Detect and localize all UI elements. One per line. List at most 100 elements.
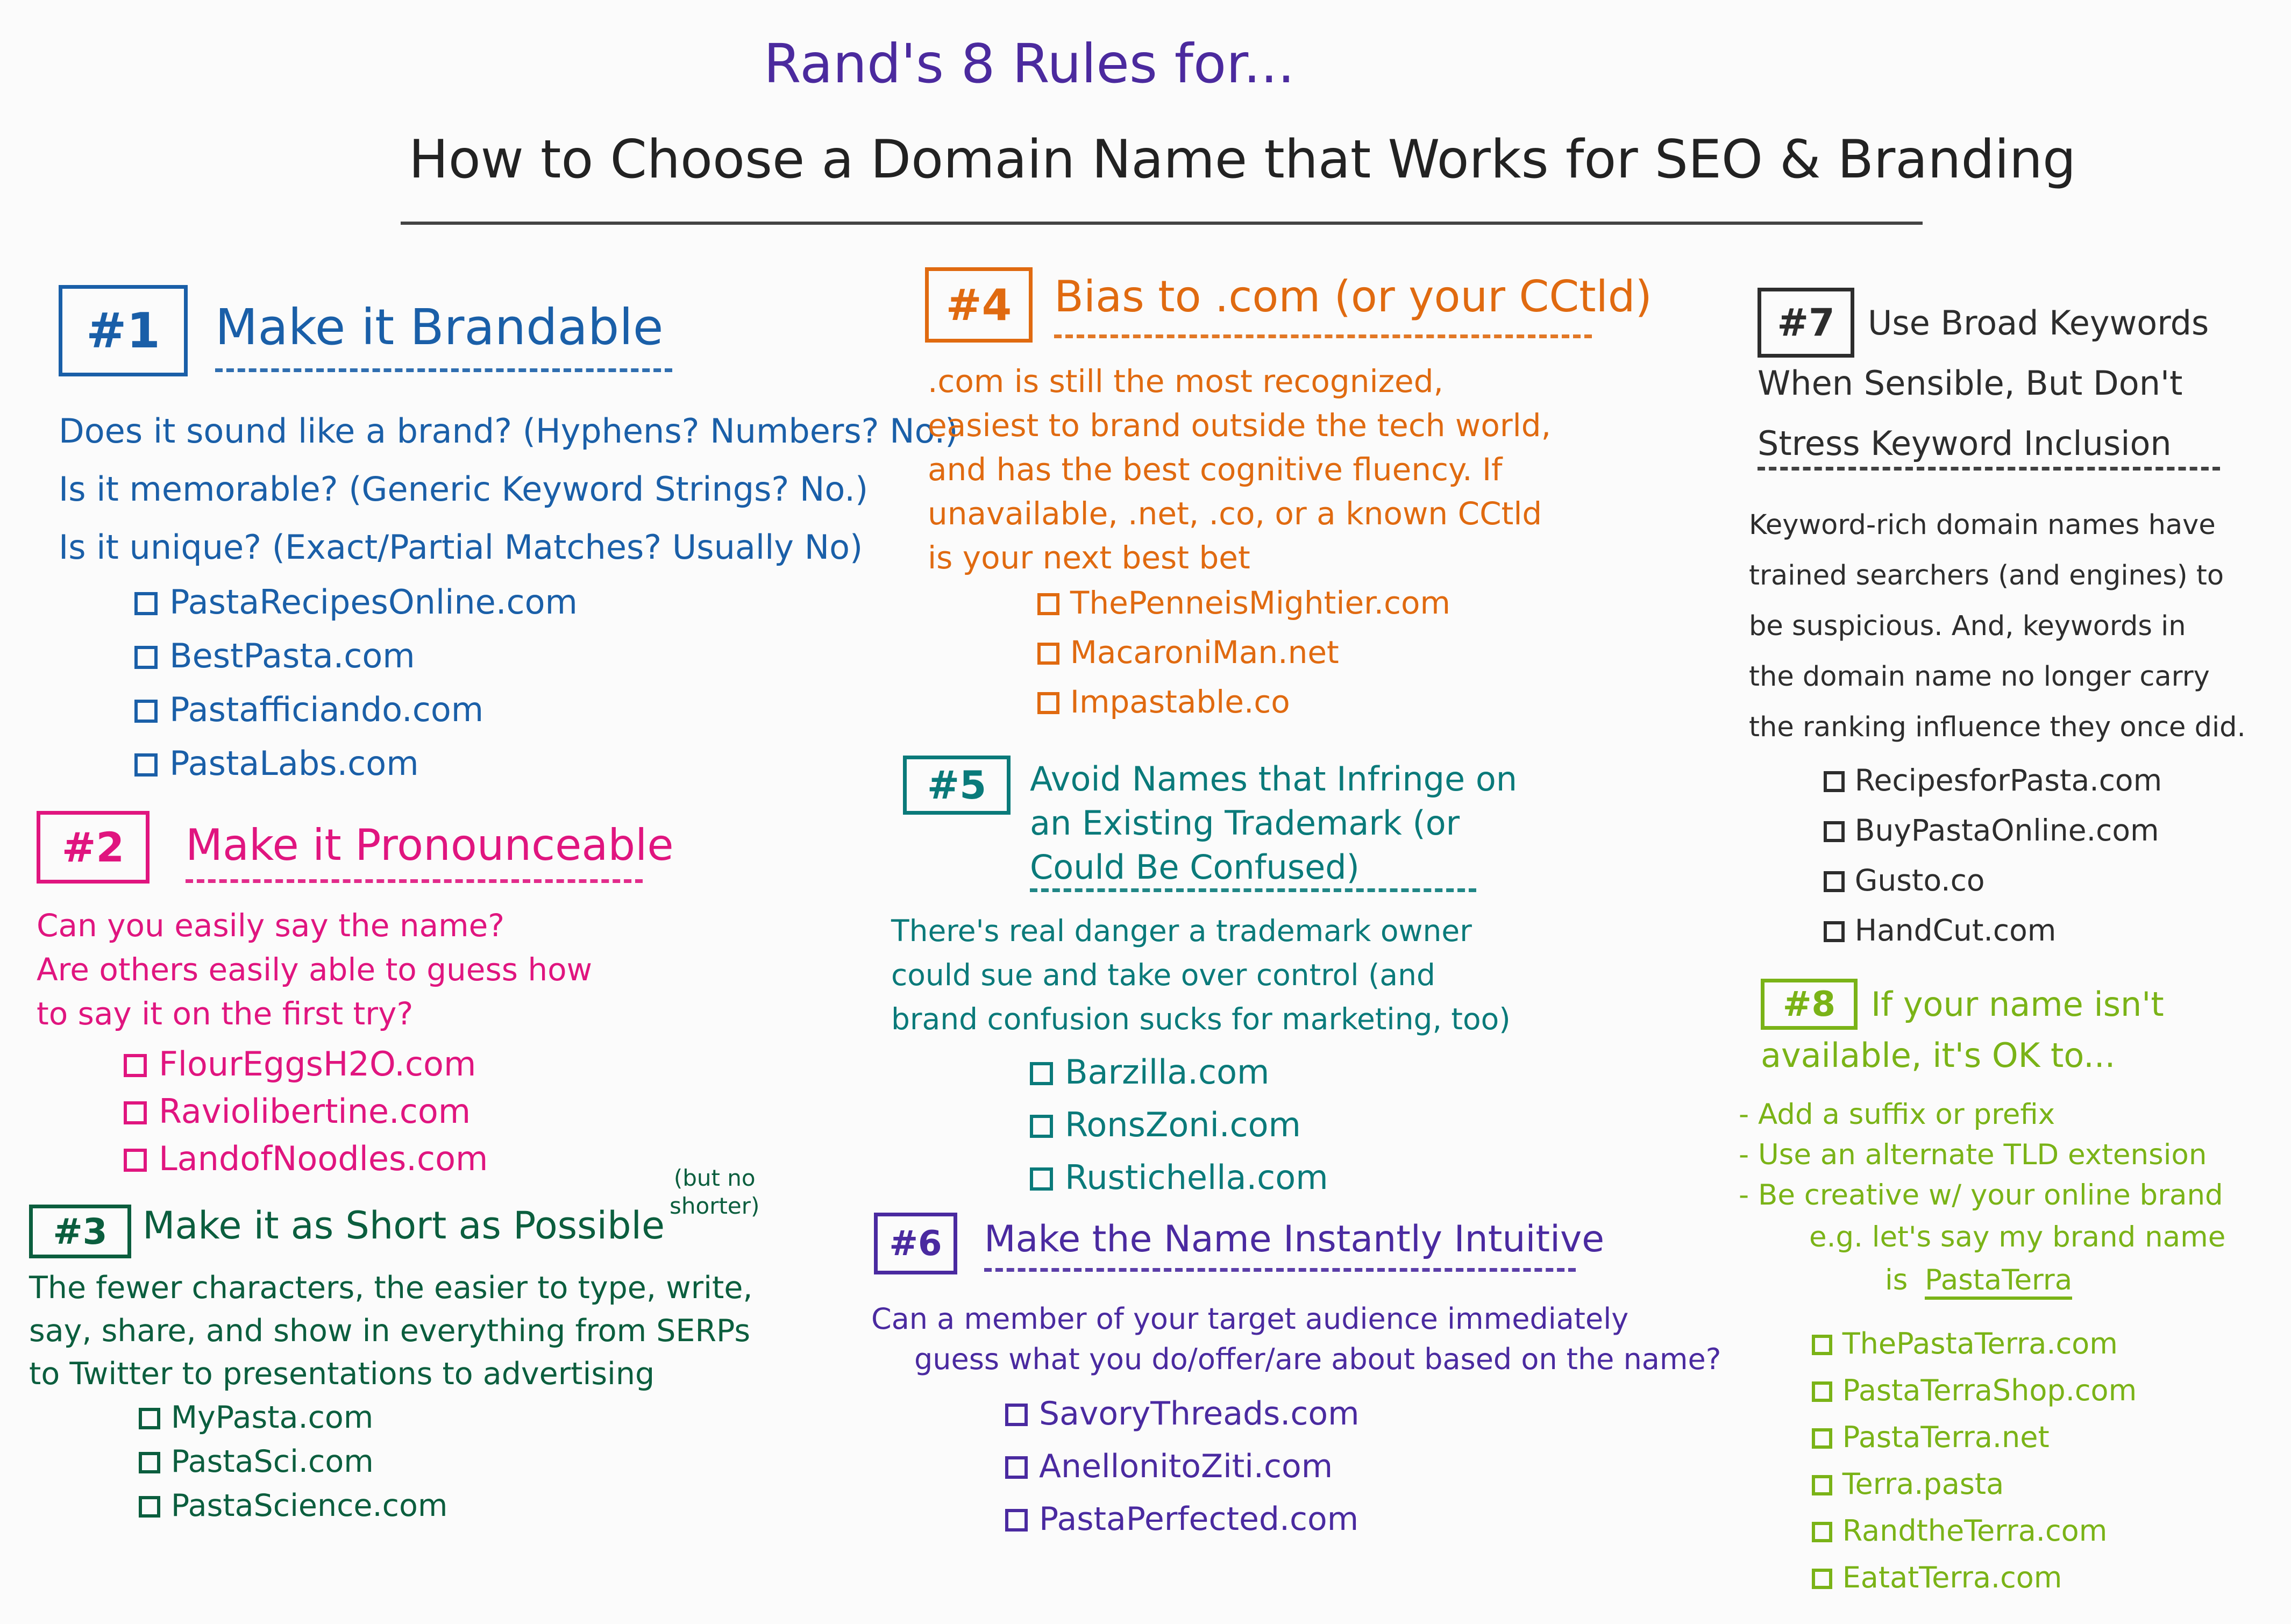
- rule-body: Does it sound like a brand? (Hyphens? Nu…: [59, 402, 958, 576]
- domain-example-item: MyPasta.com: [139, 1395, 447, 1440]
- checkbox-icon: [1005, 1456, 1028, 1479]
- domain-example-item: Rustichella.com: [1030, 1151, 1328, 1204]
- domain-example-item: Barzilla.com: [1030, 1046, 1328, 1099]
- dashed-underline: [1758, 467, 2220, 471]
- rule-number-box: #8: [1761, 979, 1858, 1030]
- rule-number-box: #4: [925, 267, 1033, 343]
- domain-example-item: PastaTerraShop.com: [1812, 1367, 2137, 1414]
- domain-example-item: Terra.pasta: [1812, 1461, 2137, 1507]
- checkbox-icon: [1824, 771, 1845, 792]
- checkbox-icon: [1812, 1475, 1832, 1495]
- domain-example-item: ThePenneisMightier.com: [1037, 578, 1450, 628]
- body-line: to say it on the first try?: [37, 995, 414, 1032]
- checkbox-icon: [1824, 921, 1845, 942]
- checkbox-icon: [1005, 1509, 1028, 1532]
- checkbox-icon: [1005, 1404, 1028, 1426]
- rule-number-box: #7: [1758, 288, 1854, 358]
- heading-line: When Sensible, But Don't: [1758, 364, 2183, 403]
- domain-example-item: PastaSci.com: [139, 1440, 447, 1484]
- body-line: .com is still the most recognized,: [928, 363, 1443, 400]
- domain-example-text: PastaRecipesOnline.com: [169, 582, 578, 622]
- domain-example-text: BuyPastaOnline.com: [1854, 813, 2159, 847]
- domain-example-item: EatatTerra.com: [1812, 1554, 2137, 1601]
- domain-example-text: SavoryThreads.com: [1039, 1395, 1360, 1433]
- checkbox-icon: [1030, 1167, 1054, 1191]
- rule-number-box: #2: [37, 811, 150, 884]
- rule-heading: Make the Name Instantly Intuitive: [984, 1218, 1604, 1260]
- rule-number-box: #1: [59, 285, 188, 376]
- rule-heading: Make it as Short as Possible: [143, 1203, 665, 1248]
- domain-example-item: ThePastaTerra.com: [1812, 1320, 2137, 1367]
- body-line: Is it memorable? (Generic Keyword String…: [59, 469, 869, 509]
- checkbox-icon: [134, 699, 158, 723]
- heading-line: Bias to .com (or your CCtld): [1054, 272, 1652, 322]
- rule-heading: Make it Pronounceable: [186, 820, 674, 870]
- body-line: is your next best bet: [928, 539, 1250, 576]
- checkbox-icon: [1824, 821, 1845, 842]
- domain-example-item: PastaTerra.net: [1812, 1414, 2137, 1461]
- dashed-underline: [1054, 334, 1592, 338]
- example-text: e.g. let's say my brand name: [1809, 1221, 2226, 1253]
- body-line: Can you easily say the name?: [37, 907, 505, 944]
- domain-example-text: RecipesforPasta.com: [1854, 763, 2162, 797]
- checkbox-icon: [139, 1407, 160, 1429]
- domain-example-text: MacaroniMan.net: [1070, 634, 1339, 671]
- rule-number-box: #5: [903, 756, 1011, 815]
- checkbox-icon: [124, 1148, 147, 1172]
- heading-line: available, it's OK to...: [1761, 1036, 2116, 1075]
- body-line: Are others easily able to guess how: [37, 951, 593, 988]
- domain-example-item: BestPasta.com: [134, 629, 578, 683]
- heading-line: Make it Brandable: [215, 298, 664, 356]
- domain-example-text: RonsZoni.com: [1065, 1105, 1301, 1144]
- checkbox-icon: [124, 1101, 147, 1125]
- checkbox-icon: [1030, 1062, 1054, 1086]
- domain-example-text: Rustichella.com: [1065, 1158, 1328, 1197]
- domain-example-item: Impastable.co: [1037, 677, 1450, 726]
- heading-line: Make it Pronounceable: [186, 820, 674, 870]
- checkbox-icon: [134, 753, 158, 777]
- domain-example-text: Raviolibertine.com: [159, 1092, 471, 1131]
- heading-line: If your name isn't: [1871, 985, 2164, 1024]
- domain-example-item: Gusto.co: [1824, 856, 2162, 906]
- domain-example-text: PastaSci.com: [170, 1444, 374, 1479]
- checkbox-icon: [1030, 1114, 1054, 1138]
- body-line: the ranking influence they once did.: [1749, 711, 2246, 743]
- domain-example-item: RecipesforPasta.com: [1824, 756, 2162, 806]
- domain-example-text: BestPasta.com: [169, 636, 415, 675]
- checkbox-icon: [139, 1495, 160, 1518]
- domain-example-item: RandtheTerra.com: [1812, 1507, 2137, 1554]
- heading-line: Make the Name Instantly Intuitive: [984, 1218, 1605, 1260]
- domain-example-text: MyPasta.com: [170, 1400, 374, 1435]
- example-brand-name: PastaTerra: [1925, 1264, 2073, 1300]
- rule-body: - Add a suffix or prefix- Use an alterna…: [1739, 1094, 2223, 1215]
- body-line: Is it unique? (Exact/Partial Matches? Us…: [59, 528, 863, 567]
- heading-line: Use Broad Keywords: [1868, 303, 2209, 343]
- body-line: Keyword-rich domain names have: [1749, 509, 2216, 541]
- body-line: to Twitter to presentations to advertisi…: [29, 1356, 655, 1392]
- checkbox-icon: [1037, 593, 1059, 615]
- dashed-underline: [984, 1268, 1576, 1272]
- domain-example-item: MacaroniMan.net: [1037, 628, 1450, 677]
- heading-line: Stress Keyword Inclusion: [1758, 424, 2172, 463]
- domain-example-item: HandCut.com: [1824, 906, 2162, 956]
- note-line: (but no: [673, 1165, 756, 1191]
- domain-example-text: PastaScience.com: [170, 1488, 448, 1523]
- domain-example-text: PastaPerfected.com: [1039, 1500, 1359, 1538]
- body-line: brand confusion sucks for marketing, too…: [891, 1002, 1511, 1036]
- domain-example-text: FlourEggsH2O.com: [159, 1044, 476, 1084]
- body-line: Can a member of your target audience imm…: [871, 1302, 1629, 1336]
- domain-example-item: PastaRecipesOnline.com: [134, 575, 578, 629]
- body-line: - Use an alternate TLD extension: [1739, 1138, 2207, 1171]
- rule-body: Can you easily say the name? Are others e…: [37, 903, 592, 1036]
- domain-example-item: PastaPerfected.com: [1005, 1493, 1360, 1545]
- rule-number-box: #6: [874, 1213, 957, 1274]
